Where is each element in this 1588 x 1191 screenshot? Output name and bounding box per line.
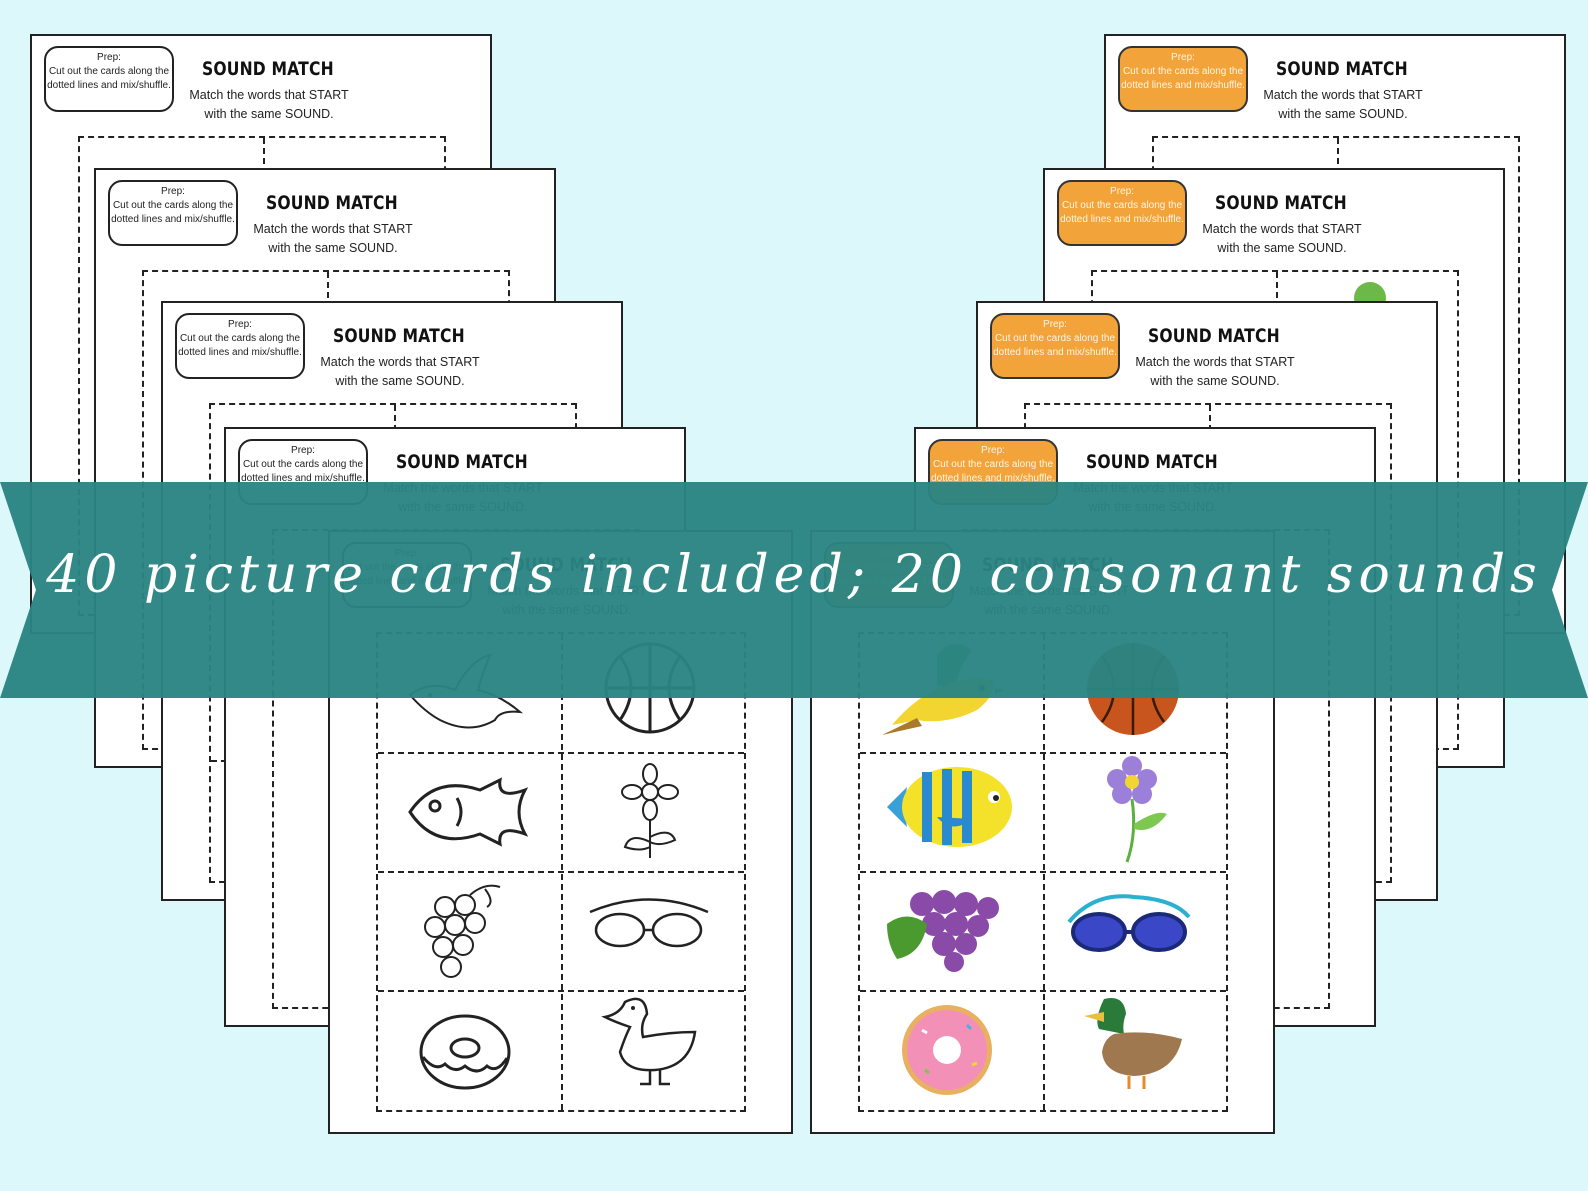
worksheet-title: SOUND MATCH: [333, 325, 465, 347]
worksheet-title: SOUND MATCH: [1086, 451, 1218, 473]
grapes-icon: [424, 884, 501, 978]
goggles-icon: [1067, 894, 1191, 952]
donut-icon: [902, 1005, 992, 1095]
flower-icon: [1107, 756, 1167, 863]
banner-ribbon: [0, 482, 1588, 698]
prep-box: Prep:Cut out the cards along the dotted …: [1057, 180, 1187, 246]
fish-icon: [887, 767, 1012, 847]
prep-box: Prep:Cut out the cards along the dotted …: [44, 46, 174, 112]
prep-box: Prep:Cut out the cards along the dotted …: [175, 313, 305, 379]
worksheet-title: SOUND MATCH: [396, 451, 528, 473]
donut-icon: [419, 1014, 511, 1090]
prep-box: Prep:Cut out the cards along the dotted …: [1118, 46, 1248, 112]
worksheet-title: SOUND MATCH: [266, 192, 398, 214]
flower-icon: [621, 763, 679, 858]
grapes-icon: [887, 890, 999, 972]
duck-icon: [601, 997, 697, 1086]
worksheet-title: SOUND MATCH: [1276, 58, 1408, 80]
fish-icon: [408, 777, 529, 847]
banner-text: 40 picture cards included; 20 consonant …: [46, 545, 1542, 605]
worksheet-title: SOUND MATCH: [1215, 192, 1347, 214]
worksheet-title: SOUND MATCH: [1148, 325, 1280, 347]
goggles-icon: [589, 898, 709, 948]
worksheet-title: SOUND MATCH: [202, 58, 334, 80]
prep-box: Prep:Cut out the cards along the dotted …: [108, 180, 238, 246]
duck-icon: [1084, 998, 1182, 1089]
prep-box: Prep:Cut out the cards along the dotted …: [990, 313, 1120, 379]
